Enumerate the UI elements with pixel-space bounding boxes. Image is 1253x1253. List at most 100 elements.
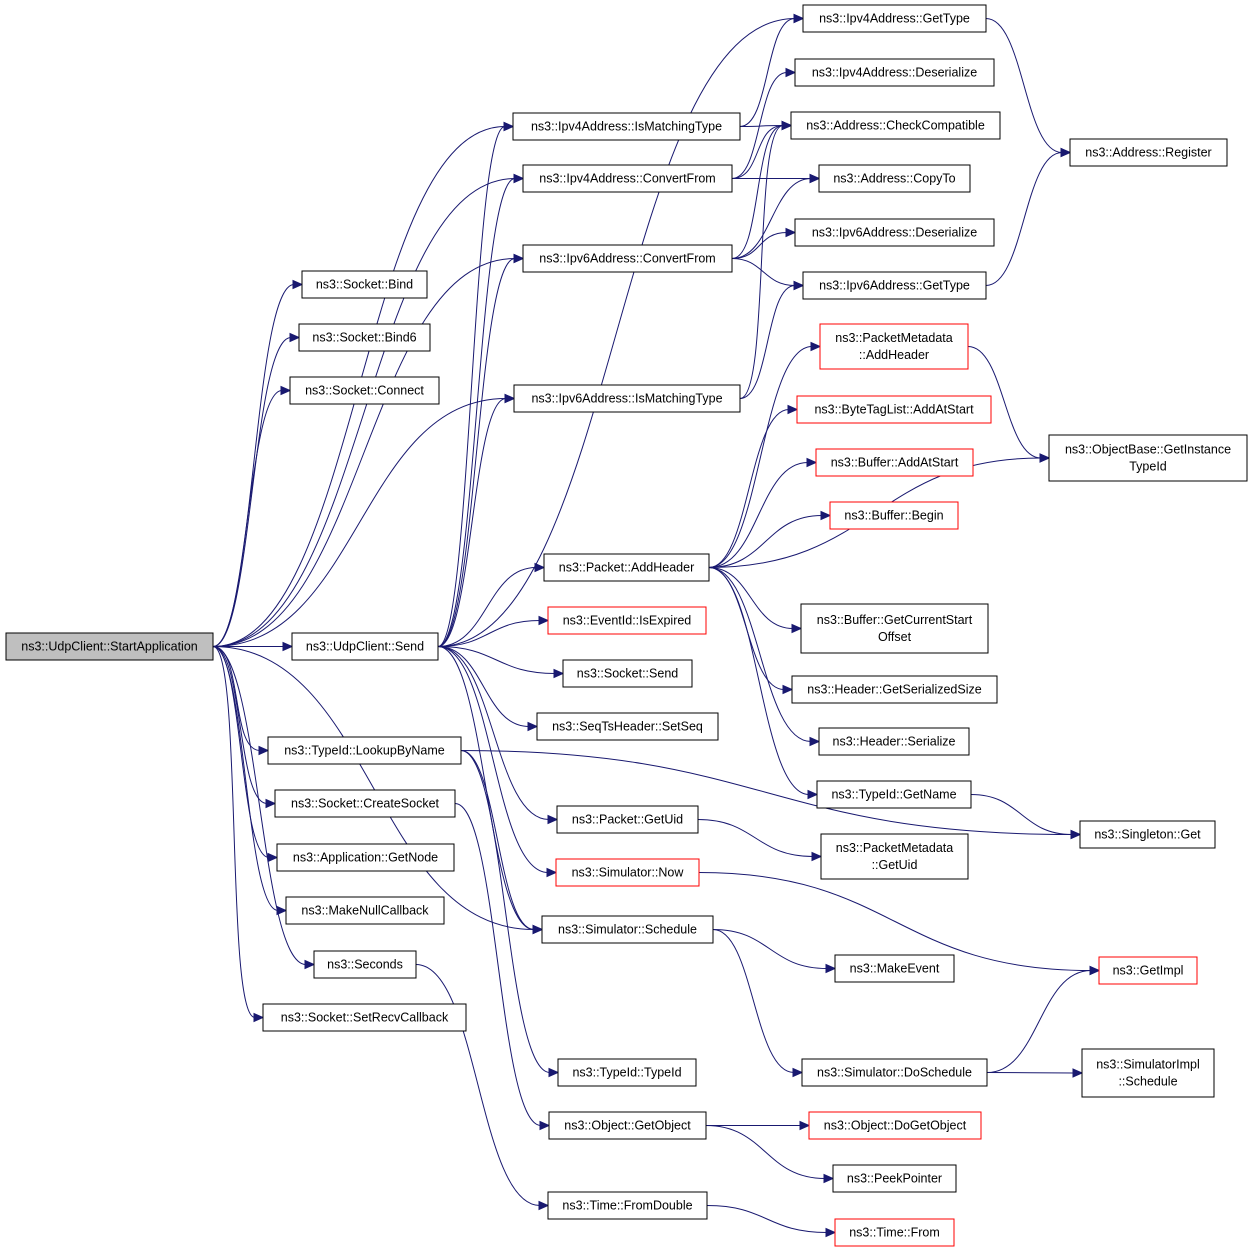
node-makeevent[interactable]: ns3::MakeEvent — [834, 954, 955, 983]
node-isexpired[interactable]: ns3::EventId::IsExpired — [547, 606, 707, 635]
node-box-v6convert[interactable] — [522, 244, 733, 273]
node-bufaddstart[interactable]: ns3::Buffer::AddAtStart — [815, 448, 974, 477]
node-box-hdrsersize[interactable] — [791, 675, 998, 704]
node-addrregister[interactable]: ns3::Address::Register — [1069, 138, 1228, 167]
node-box-v6gettype[interactable] — [802, 271, 987, 300]
node-box-bind[interactable] — [301, 270, 428, 299]
node-box-seconds[interactable] — [313, 950, 417, 979]
node-v6gettype[interactable]: ns3::Ipv6Address::GetType — [802, 271, 987, 300]
node-bind[interactable]: ns3::Socket::Bind — [301, 270, 428, 299]
node-hdrserialize[interactable]: ns3::Header::Serialize — [818, 727, 970, 756]
node-simimplsched[interactable]: ns3::SimulatorImpl::Schedule — [1081, 1048, 1215, 1098]
node-box-createsocket[interactable] — [274, 789, 456, 818]
node-box-singletonget[interactable] — [1079, 820, 1216, 849]
node-box-connect[interactable] — [289, 376, 440, 405]
node-box-v6deser[interactable] — [794, 218, 995, 247]
node-tidgetname[interactable]: ns3::TypeId::GetName — [816, 780, 972, 809]
node-box-copyto[interactable] — [818, 164, 971, 193]
node-bind6[interactable]: ns3::Socket::Bind6 — [298, 323, 431, 352]
node-box-getobject[interactable] — [548, 1111, 707, 1140]
node-seconds[interactable]: ns3::Seconds — [313, 950, 417, 979]
node-box-bufcurstart[interactable] — [800, 603, 989, 654]
node-box-tidgetname[interactable] — [816, 780, 972, 809]
node-getobject[interactable]: ns3::Object::GetObject — [548, 1111, 707, 1140]
node-pktaddheader[interactable]: ns3::Packet::AddHeader — [543, 553, 710, 582]
node-box-setseq[interactable] — [536, 712, 719, 741]
node-v4convert[interactable]: ns3::Ipv4Address::ConvertFrom — [522, 164, 733, 193]
node-box-setrecv[interactable] — [262, 1003, 467, 1032]
node-box-timefrom[interactable] — [834, 1218, 955, 1247]
node-pmaddheader[interactable]: ns3::PacketMetadata::AddHeader — [819, 323, 969, 370]
node-box-v4ismatch[interactable] — [512, 112, 741, 141]
node-btladdstart[interactable]: ns3::ByteTagList::AddAtStart — [796, 395, 992, 424]
node-copyto[interactable]: ns3::Address::CopyTo — [818, 164, 971, 193]
node-box-getinstancetid[interactable] — [1048, 434, 1248, 482]
node-getnode[interactable]: ns3::Application::GetNode — [276, 843, 455, 872]
node-box-bufaddstart[interactable] — [815, 448, 974, 477]
node-setseq[interactable]: ns3::SeqTsHeader::SetSeq — [536, 712, 719, 741]
node-doschedule[interactable]: ns3::Simulator::DoSchedule — [801, 1058, 988, 1087]
node-checkcompat[interactable]: ns3::Address::CheckCompatible — [790, 111, 1001, 140]
node-box-getuid[interactable] — [556, 805, 699, 834]
node-box-makenull[interactable] — [285, 896, 445, 925]
node-singletonget[interactable]: ns3::Singleton::Get — [1079, 820, 1216, 849]
node-lookup[interactable]: ns3::TypeId::LookupByName — [267, 736, 462, 765]
node-box-v4gettype[interactable] — [802, 4, 987, 33]
node-fromdouble[interactable]: ns3::Time::FromDouble — [547, 1191, 708, 1220]
node-bufbegin[interactable]: ns3::Buffer::Begin — [829, 501, 959, 530]
node-udpsend[interactable]: ns3::UdpClient::Send — [291, 632, 439, 661]
node-box-simschedule[interactable] — [541, 915, 714, 944]
node-box-bufbegin[interactable] — [829, 501, 959, 530]
node-box-dogetobject[interactable] — [808, 1111, 982, 1140]
node-box-simnow[interactable] — [555, 858, 700, 887]
node-box-pmgetuid[interactable] — [820, 833, 969, 880]
node-box-v4deser[interactable] — [794, 58, 995, 87]
node-v4deser[interactable]: ns3::Ipv4Address::Deserialize — [794, 58, 995, 87]
node-box-udpsend[interactable] — [291, 632, 439, 661]
node-box-simimplsched[interactable] — [1081, 1048, 1215, 1098]
node-box-makeevent[interactable] — [834, 954, 955, 983]
node-hdrsersize[interactable]: ns3::Header::GetSerializedSize — [791, 675, 998, 704]
node-socksend[interactable]: ns3::Socket::Send — [562, 659, 693, 688]
node-box-lookup[interactable] — [267, 736, 462, 765]
node-box-hdrserialize[interactable] — [818, 727, 970, 756]
node-box-getimpl[interactable] — [1098, 956, 1198, 985]
node-createsocket[interactable]: ns3::Socket::CreateSocket — [274, 789, 456, 818]
node-box-addrregister[interactable] — [1069, 138, 1228, 167]
node-box-v4convert[interactable] — [522, 164, 733, 193]
node-simnow[interactable]: ns3::Simulator::Now — [555, 858, 700, 887]
node-v6ismatch[interactable]: ns3::Ipv6Address::IsMatchingType — [513, 384, 741, 413]
node-box-btladdstart[interactable] — [796, 395, 992, 424]
node-dogetobject[interactable]: ns3::Object::DoGetObject — [808, 1111, 982, 1140]
node-getimpl[interactable]: ns3::GetImpl — [1098, 956, 1198, 985]
node-setrecv[interactable]: ns3::Socket::SetRecvCallback — [262, 1003, 467, 1032]
node-box-socksend[interactable] — [562, 659, 693, 688]
node-box-typeid[interactable] — [557, 1058, 697, 1087]
node-v4ismatch[interactable]: ns3::Ipv4Address::IsMatchingType — [512, 112, 741, 141]
node-getuid[interactable]: ns3::Packet::GetUid — [556, 805, 699, 834]
node-box-checkcompat[interactable] — [790, 111, 1001, 140]
node-v6convert[interactable]: ns3::Ipv6Address::ConvertFrom — [522, 244, 733, 273]
node-v6deser[interactable]: ns3::Ipv6Address::Deserialize — [794, 218, 995, 247]
node-box-bind6[interactable] — [298, 323, 431, 352]
node-box-v6ismatch[interactable] — [513, 384, 741, 413]
node-connect[interactable]: ns3::Socket::Connect — [289, 376, 440, 405]
node-box-root[interactable] — [5, 632, 214, 661]
node-v4gettype[interactable]: ns3::Ipv4Address::GetType — [802, 4, 987, 33]
node-peekptr[interactable]: ns3::PeekPointer — [832, 1164, 957, 1193]
node-makenull[interactable]: ns3::MakeNullCallback — [285, 896, 445, 925]
node-root[interactable]: ns3::UdpClient::StartApplication — [5, 632, 214, 661]
node-box-pmaddheader[interactable] — [819, 323, 969, 370]
node-box-isexpired[interactable] — [547, 606, 707, 635]
node-simschedule[interactable]: ns3::Simulator::Schedule — [541, 915, 714, 944]
node-pmgetuid[interactable]: ns3::PacketMetadata::GetUid — [820, 833, 969, 880]
node-box-getnode[interactable] — [276, 843, 455, 872]
node-box-doschedule[interactable] — [801, 1058, 988, 1087]
node-box-peekptr[interactable] — [832, 1164, 957, 1193]
node-typeid[interactable]: ns3::TypeId::TypeId — [557, 1058, 697, 1087]
node-box-fromdouble[interactable] — [547, 1191, 708, 1220]
node-box-pktaddheader[interactable] — [543, 553, 710, 582]
node-timefrom[interactable]: ns3::Time::From — [834, 1218, 955, 1247]
